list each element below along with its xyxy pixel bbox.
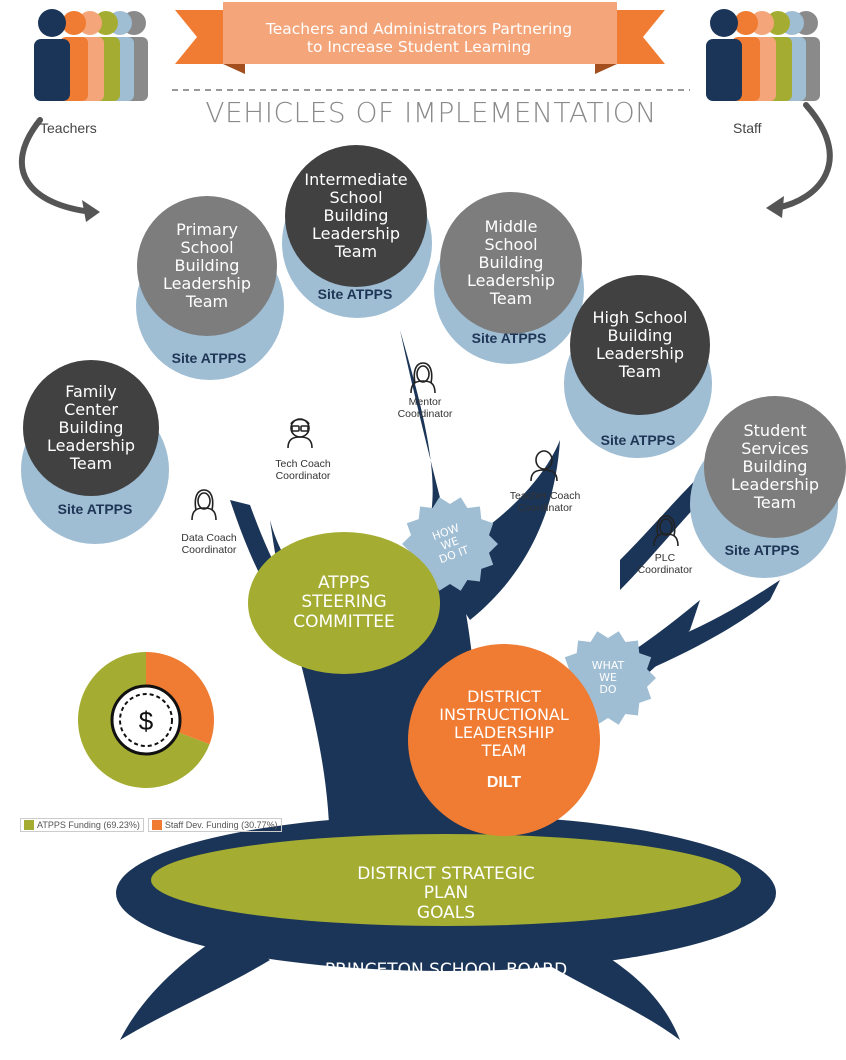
site-atpps-label: Site ATPPS [600,432,676,448]
woman-avatar-icon [191,489,217,521]
funding-legend: ATPPS Funding (69.23%) Staff Dev. Fundin… [20,818,286,832]
woman-avatar-icon [653,515,679,547]
page-title: VEHICLES OF IMPLEMENTATION [205,96,657,129]
legend-label-staff-dev: Staff Dev. Funding (30.77%) [164,820,278,830]
legend-swatch-staff-dev [151,820,162,830]
man-glasses-avatar-icon [287,418,313,449]
legend-swatch-atpps [24,820,34,830]
school-board-label: PRINCETON SCHOOL BOARD [324,960,568,980]
dilt-circle [408,644,600,836]
man-avatar-icon [530,450,558,482]
steering-committee-circle [248,532,440,674]
banner-ribbon [175,2,665,74]
banner-text: Teachers and Administrators Partnering t… [265,20,573,56]
legend-item-staff-dev: Staff Dev. Funding (30.77%) [147,818,282,832]
teachers-people-icon [34,9,148,101]
staff-people-icon [706,9,820,101]
legend-label-atpps: ATPPS Funding (69.23%) [37,820,140,830]
site-atpps-label: Site ATPPS [171,350,247,366]
funding-pie-chart: $ [78,652,215,788]
dollar-icon: $ [139,706,154,736]
staff-label: Staff [733,120,762,136]
site-atpps-label: Site ATPPS [471,330,547,346]
site-atpps-label: Site ATPPS [317,286,393,302]
woman-avatar-icon [410,362,436,394]
legend-item-atpps: ATPPS Funding (69.23%) [20,818,144,832]
teachers-label: Teachers [40,120,97,136]
site-atpps-label: Site ATPPS [57,501,133,517]
site-atpps-label: Site ATPPS [724,542,800,558]
